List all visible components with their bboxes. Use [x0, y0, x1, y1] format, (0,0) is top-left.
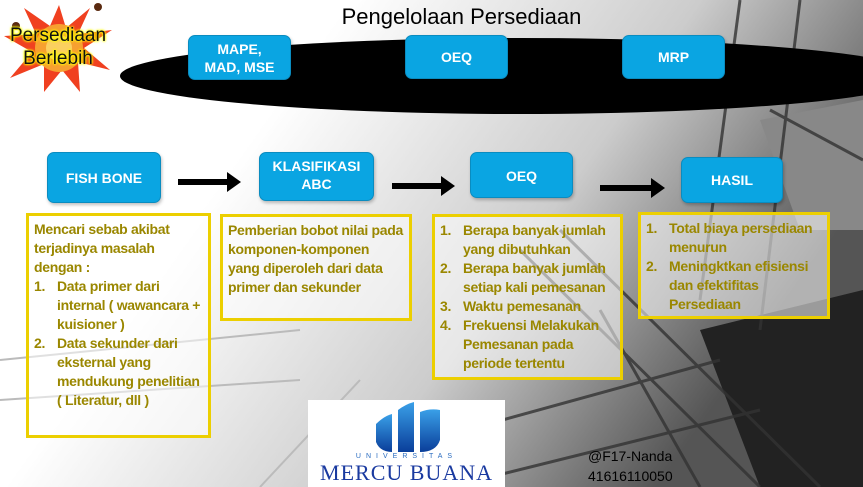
- list-item: 2. Meningktkan efisiensi dan efektifitas …: [646, 257, 822, 314]
- item-number: 1.: [34, 278, 46, 294]
- item-text: Meningktkan efisiensi dan efektifitas Pe…: [669, 258, 809, 312]
- logo-subtitle: UNIVERSITAS: [355, 453, 458, 460]
- item-text: Total biaya persediaan menurun: [669, 220, 813, 255]
- author-id: 41616110050: [588, 468, 673, 484]
- mape-line1: MAPE,: [217, 40, 262, 57]
- mrp-button[interactable]: MRP: [622, 35, 725, 79]
- item-text: Waktu pemesanan: [463, 298, 581, 314]
- list-item: 1. Total biaya persediaan menurun: [646, 219, 822, 257]
- oeq-flow-button[interactable]: OEQ: [470, 152, 573, 198]
- slide-title: Pengelolaan Persediaan: [341, 4, 582, 29]
- author-credit: @F17-Nanda 41616110050: [588, 446, 673, 486]
- item-number: 1.: [440, 222, 452, 238]
- author-handle: @F17-Nanda: [588, 448, 673, 464]
- fishbone-intro: Mencari sebab akibat terjadinya masalah …: [34, 221, 170, 275]
- abc-text: Pemberian bobot nilai pada komponen-komp…: [228, 222, 404, 295]
- abc-line1: KLASIFIKASI: [272, 158, 361, 174]
- item-text: Data primer dari internal ( wawancara + …: [57, 278, 201, 332]
- mape-mad-mse-button[interactable]: MAPE,MAD, MSE: [188, 35, 291, 80]
- mape-line2: MAD, MSE: [204, 58, 275, 75]
- arrow-right-icon: [600, 178, 665, 198]
- explosion-icon: [4, 3, 112, 92]
- badge-line1: Persediaan: [9, 25, 107, 46]
- badge-line2: Berlebih: [23, 48, 93, 69]
- item-number: 2.: [34, 335, 46, 351]
- mercu-buana-emblem-icon: [376, 402, 440, 452]
- logo-name: MERCU BUANA: [320, 460, 493, 485]
- fish-bone-button[interactable]: FISH BONE: [47, 152, 161, 203]
- fishbone-description-box: Mencari sebab akibat terjadinya masalah …: [26, 213, 211, 438]
- klasifikasi-abc-button[interactable]: KLASIFIKASI ABC: [259, 152, 374, 201]
- item-number: 2.: [440, 260, 452, 276]
- hasil-description-box: 1. Total biaya persediaan menurun 2. Menin…: [638, 212, 830, 319]
- oeq-top-button[interactable]: OEQ: [405, 35, 508, 79]
- arrow-right-icon: [178, 172, 241, 192]
- item-text: Data sekunder dari eksternal yang menduk…: [57, 335, 200, 408]
- arrow-right-icon: [392, 176, 455, 196]
- list-item: 1. Berapa banyak jumlah yang dibutuhkan: [440, 221, 615, 259]
- item-number: 3.: [440, 298, 452, 314]
- item-number: 4.: [440, 317, 452, 333]
- item-number: 1.: [646, 220, 658, 236]
- list-item: 1. Data primer dari internal ( wawancara …: [34, 277, 203, 334]
- list-item: 2. Data sekunder dari eksternal yang mend…: [34, 334, 203, 410]
- item-text: Frekuensi Melakukan Pemesanan pada perio…: [463, 317, 599, 371]
- abc-line2: ABC: [301, 176, 332, 192]
- hasil-button[interactable]: HASIL: [681, 157, 783, 203]
- list-item: 2. Berapa banyak jumlah setiap kali pemes…: [440, 259, 615, 297]
- item-text: Berapa banyak jumlah yang dibutuhkan: [463, 222, 606, 257]
- item-text: Berapa banyak jumlah setiap kali pemesan…: [463, 260, 606, 295]
- oeq-description-box: 1. Berapa banyak jumlah yang dibutuhkan 2…: [432, 214, 623, 380]
- list-item: 4. Frekuensi Melakukan Pemesanan pada per…: [440, 316, 615, 373]
- mercu-buana-logo: UNIVERSITAS MERCU BUANA: [308, 400, 505, 487]
- abc-description-box: Pemberian bobot nilai pada komponen-komp…: [220, 214, 412, 321]
- item-number: 2.: [646, 258, 658, 274]
- list-item: 3. Waktu pemesanan: [440, 297, 615, 316]
